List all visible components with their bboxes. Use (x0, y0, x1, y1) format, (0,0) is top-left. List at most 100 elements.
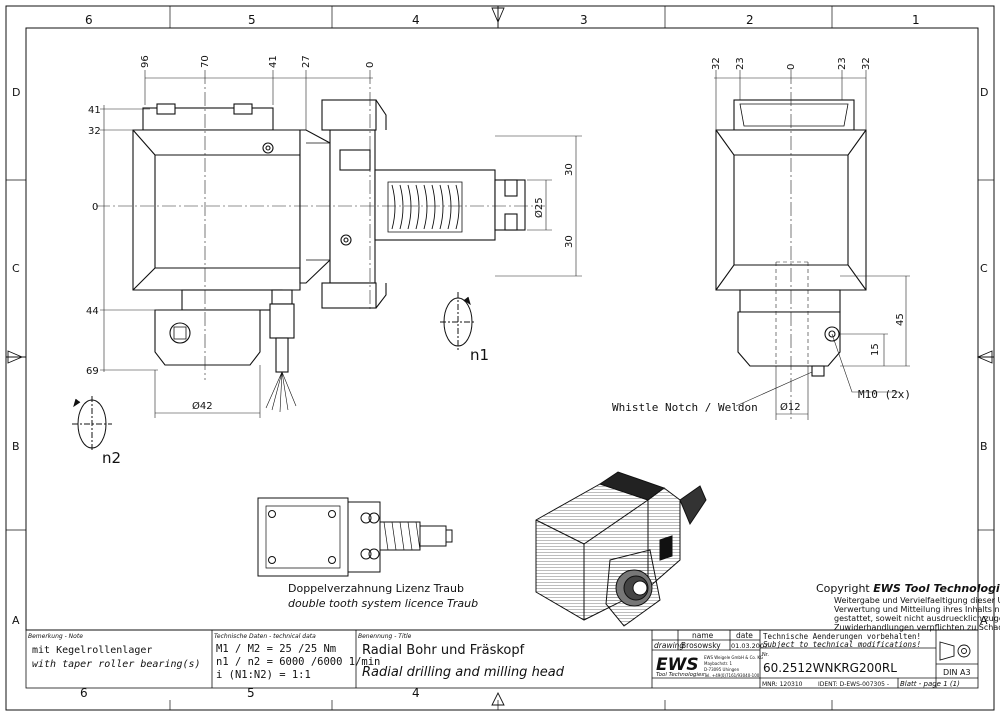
rotation-label-n2: n2 (102, 449, 121, 467)
front-view-dimensions-left: 41 32 0 44 69 (86, 105, 101, 377)
svg-text:A: A (980, 614, 988, 627)
svg-text:0: 0 (365, 62, 376, 68)
svg-text:date: date (736, 631, 753, 640)
svg-text:MNR: 120310: MNR: 120310 (762, 681, 803, 688)
svg-text:D: D (980, 86, 988, 99)
svg-text:3: 3 (580, 13, 588, 27)
callout-thread: M10 (2x) (858, 388, 911, 401)
svg-text:30: 30 (564, 235, 575, 248)
svg-text:23: 23 (735, 57, 746, 70)
svg-text:IDENT: D-EWS-007305 -: IDENT: D-EWS-007305 - (818, 681, 889, 688)
front-view-dimensions-top: 96 70 41 27 0 (140, 55, 376, 68)
svg-text:Technische Daten - technical d: Technische Daten - technical data (214, 633, 316, 640)
svg-text:gestattet, soweit nicht ausdru: gestattet, soweit nicht ausdruecklich zu… (834, 614, 1000, 623)
copyright-title: Copyright EWS Tool Technologies (816, 582, 1000, 595)
svg-text:69: 69 (86, 366, 99, 377)
svg-text:EWS Weigele GmbH & Co. KG: EWS Weigele GmbH & Co. KG (704, 655, 763, 660)
svg-text:5: 5 (247, 686, 255, 700)
front-view (132, 99, 526, 413)
company-logo: EWS Tool Technologies EWS Weigele GmbH &… (656, 655, 763, 678)
front-view-centerlines (96, 70, 545, 380)
side-view-dimensions-right: 45 15 Ø12 (780, 313, 906, 413)
svg-text:4: 4 (412, 686, 420, 700)
rotation-symbol-n1 (440, 292, 476, 352)
svg-text:D: D (12, 86, 20, 99)
front-view-dimensions-right: 30 30 Ø25 Ø42 (192, 163, 575, 412)
rotation-symbol-n2 (72, 396, 112, 452)
svg-text:mit Kegelrollenlager: mit Kegelrollenlager (32, 645, 152, 656)
svg-text:96: 96 (140, 55, 151, 68)
svg-text:32: 32 (88, 126, 101, 137)
svg-text:Weitergabe und Vervielfaeltigu: Weitergabe und Vervielfaeltigung dieser … (834, 596, 1000, 605)
side-view-hidden-lines (775, 261, 809, 366)
svg-text:Bemerkung - Note: Bemerkung - Note (28, 633, 83, 640)
svg-text:A: A (12, 614, 20, 627)
svg-text:name: name (692, 631, 714, 640)
svg-text:1: 1 (912, 13, 920, 27)
svg-text:Tel. +49(0)7161/93040-100: Tel. +49(0)7161/93040-100 (703, 673, 760, 678)
svg-text:Technische Aenderungen vorbeha: Technische Aenderungen vorbehalten! (763, 632, 921, 641)
front-view-dimension-lines (100, 70, 582, 418)
svg-text:C: C (12, 262, 20, 275)
flange-diameter: Ø42 (192, 400, 213, 412)
title-block-title: Benennung - Title Radial Bohr und Fräsko… (358, 633, 565, 680)
svg-text:15: 15 (870, 343, 881, 356)
svg-text:60.2512WNKRG200RL: 60.2512WNKRG200RL (763, 661, 897, 675)
svg-text:41: 41 (268, 55, 279, 68)
svg-text:32: 32 (711, 57, 722, 70)
svg-text:0: 0 (786, 64, 797, 70)
svg-text:Radial drilling and milling he: Radial drilling and milling head (362, 665, 565, 680)
svg-text:45: 45 (895, 313, 906, 326)
svg-text:4: 4 (412, 13, 420, 27)
svg-text:Radial Bohr und Fräskopf: Radial Bohr und Fräskopf (362, 643, 525, 658)
svg-text:70: 70 (200, 55, 211, 68)
projection-symbol (939, 641, 971, 661)
svg-text:D-73095 Uhingen: D-73095 Uhingen (704, 667, 740, 672)
svg-text:C: C (980, 262, 988, 275)
detail-caption-en: double tooth system licence Traub (288, 597, 478, 610)
title-block (25, 629, 979, 689)
callout-whistle-notch: Whistle Notch / Weldon (612, 401, 758, 414)
svg-text:with taper roller bearing(s): with taper roller bearing(s) (32, 659, 201, 670)
svg-text:n1 / n2 = 6000 /6000 1/min: n1 / n2 = 6000 /6000 1/min (216, 656, 380, 668)
svg-text:DIN A3: DIN A3 (943, 668, 971, 677)
frame-column-labels: 6 5 4 3 2 1 6 5 4 (80, 13, 920, 700)
svg-text:32: 32 (861, 57, 872, 70)
svg-text:27: 27 (301, 55, 312, 68)
side-view-dimensions-top: 32 23 0 23 32 (711, 57, 872, 70)
svg-text:01.03.2007: 01.03.2007 (731, 642, 768, 650)
svg-text:B: B (980, 440, 988, 453)
isometric-view (535, 471, 707, 627)
svg-text:Tool Technologies: Tool Technologies (656, 672, 704, 678)
svg-text:41: 41 (88, 105, 101, 116)
title-block-note: Bemerkung - Note mit Kegelrollenlager wi… (28, 633, 201, 670)
title-block-tech-data: Technische Daten - technical data M1 / M… (214, 633, 380, 681)
tool-diameter: Ø12 (780, 401, 801, 413)
svg-text:Blatt - page 1 (1): Blatt - page 1 (1) (900, 680, 960, 688)
side-view-dimension-lines (714, 70, 910, 420)
detail-caption-de: Doppelverzahnung Lizenz Traub (288, 582, 464, 595)
svg-text:2: 2 (746, 13, 754, 27)
title-block-drawing-info: name date drawing Brosowsky 01.03.2007 (654, 631, 768, 650)
svg-text:M1 / M2 = 25 /25 Nm: M1 / M2 = 25 /25 Nm (216, 643, 336, 655)
svg-text:5: 5 (248, 13, 256, 27)
svg-text:Nr.: Nr. (762, 652, 769, 658)
svg-text:B: B (12, 440, 20, 453)
svg-text:Brosowsky: Brosowsky (681, 641, 721, 650)
svg-text:44: 44 (86, 306, 99, 317)
shaft-diameter: Ø25 (533, 197, 545, 218)
svg-text:i (N1:N2) = 1:1: i (N1:N2) = 1:1 (216, 669, 311, 681)
svg-text:drawing: drawing (654, 641, 684, 650)
svg-text:0: 0 (92, 202, 98, 213)
title-block-part-info: Technische Aenderungen vorbehalten! Subj… (762, 632, 971, 688)
svg-text:Benennung - Title: Benennung - Title (358, 633, 412, 640)
svg-text:Verwertung und Mitteilung ihre: Verwertung und Mitteilung ihres Inhalts … (834, 605, 1000, 614)
svg-text:Zuwiderhandlungen verpflichten: Zuwiderhandlungen verpflichten zu Schade… (834, 623, 1000, 632)
svg-text:Subject to technical modificat: Subject to technical modifications! (763, 640, 921, 649)
svg-text:Maybachstr. 1: Maybachstr. 1 (704, 661, 732, 666)
svg-text:23: 23 (837, 57, 848, 70)
svg-text:EWS: EWS (656, 655, 699, 675)
detail-view (257, 497, 453, 577)
svg-text:6: 6 (85, 13, 93, 27)
